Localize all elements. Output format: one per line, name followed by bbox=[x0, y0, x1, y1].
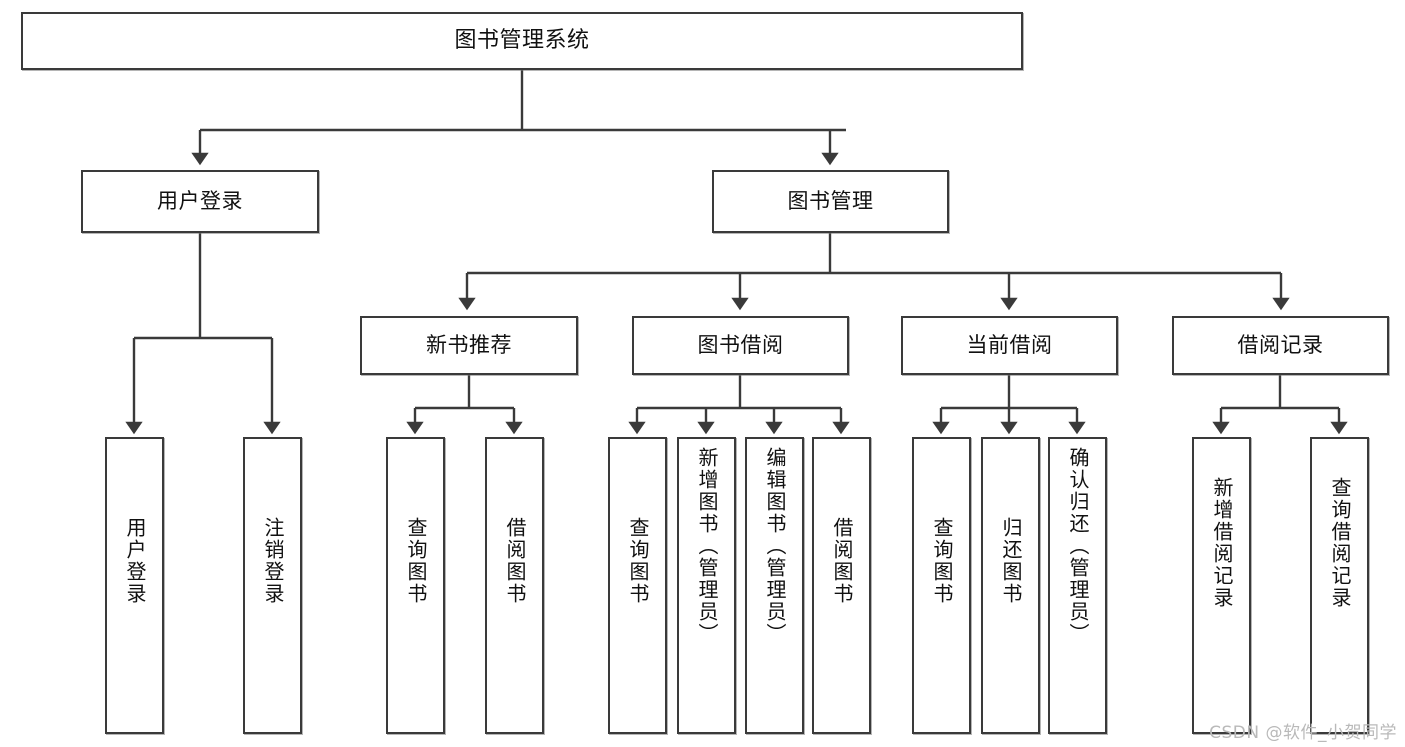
node-label: 归还图书 bbox=[999, 517, 1023, 605]
node-root-book-management-system[interactable]: 图书管理系统 bbox=[21, 12, 1023, 70]
node-label: 图书管理 bbox=[787, 189, 874, 214]
leaf-return-book[interactable]: 归还图书 bbox=[981, 437, 1040, 734]
leaf-borrow-book-recommend[interactable]: 借阅图书 bbox=[485, 437, 544, 734]
node-label: 新书推荐 bbox=[426, 333, 512, 358]
node-label: 用户登录 bbox=[123, 517, 147, 605]
node-user-login[interactable]: 用户登录 bbox=[81, 170, 319, 233]
node-book-borrow[interactable]: 图书借阅 bbox=[632, 316, 849, 375]
node-label: 确认归还（管理员） bbox=[1066, 447, 1090, 645]
node-label: 图书借阅 bbox=[697, 333, 784, 358]
leaf-edit-book-admin[interactable]: 编辑图书（管理员） bbox=[745, 437, 804, 734]
node-label: 查询图书 bbox=[930, 517, 954, 605]
leaf-query-borrow-record[interactable]: 查询借阅记录 bbox=[1310, 437, 1369, 734]
node-label: 注销登录 bbox=[261, 517, 285, 605]
node-label: 新增借阅记录 bbox=[1210, 477, 1234, 609]
node-label: 查询借阅记录 bbox=[1328, 477, 1352, 609]
csdn-watermark: CSDN @软件_小贺同学 bbox=[1209, 723, 1397, 743]
leaf-user-login[interactable]: 用户登录 bbox=[105, 437, 164, 734]
leaf-query-book-borrow[interactable]: 查询图书 bbox=[608, 437, 667, 734]
leaf-query-book-recommend[interactable]: 查询图书 bbox=[386, 437, 445, 734]
node-new-book-recommend[interactable]: 新书推荐 bbox=[360, 316, 578, 375]
leaf-add-borrow-record[interactable]: 新增借阅记录 bbox=[1192, 437, 1251, 734]
node-label: 查询图书 bbox=[404, 517, 428, 605]
node-label: 新增图书（管理员） bbox=[695, 447, 719, 645]
leaf-query-book-current[interactable]: 查询图书 bbox=[912, 437, 971, 734]
leaf-confirm-return-admin[interactable]: 确认归还（管理员） bbox=[1048, 437, 1107, 734]
leaf-logout[interactable]: 注销登录 bbox=[243, 437, 302, 734]
leaf-add-book-admin[interactable]: 新增图书（管理员） bbox=[677, 437, 736, 734]
node-label: 编辑图书（管理员） bbox=[763, 447, 787, 645]
node-borrow-record[interactable]: 借阅记录 bbox=[1172, 316, 1389, 375]
node-book-management[interactable]: 图书管理 bbox=[712, 170, 949, 233]
node-label: 查询图书 bbox=[626, 517, 650, 605]
node-label: 借阅图书 bbox=[830, 517, 854, 605]
node-label: 借阅记录 bbox=[1237, 333, 1324, 358]
node-label: 图书管理系统 bbox=[454, 28, 590, 54]
node-label: 借阅图书 bbox=[503, 517, 527, 605]
node-label: 当前借阅 bbox=[966, 333, 1053, 358]
leaf-borrow-book-borrow[interactable]: 借阅图书 bbox=[812, 437, 871, 734]
node-current-borrow[interactable]: 当前借阅 bbox=[901, 316, 1118, 375]
node-label: 用户登录 bbox=[157, 189, 243, 214]
